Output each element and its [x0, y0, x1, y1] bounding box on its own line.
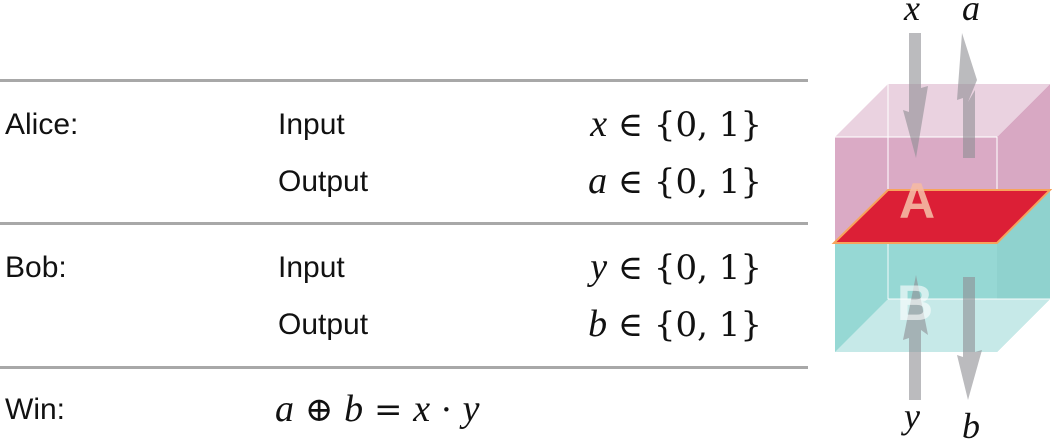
bob-input-label: Input — [278, 251, 345, 284]
table-rule-mid — [0, 222, 808, 225]
bob-output-label: Output — [278, 308, 369, 341]
bob-output-domain: b ∈ {0, 1} — [588, 303, 762, 345]
bob-box-label: B — [897, 275, 933, 331]
alice-label: Alice: — [5, 108, 79, 141]
bob-input-domain: y ∈ {0, 1} — [590, 246, 762, 288]
win-condition: a ⊕ b = x · y — [275, 388, 480, 430]
table-rule-top — [0, 79, 808, 82]
arrow-label-x: x — [903, 0, 920, 28]
table-rule-bottom — [0, 366, 808, 369]
arrow-x-in — [903, 33, 928, 158]
alice-output-domain: a ∈ {0, 1} — [588, 160, 762, 202]
arrow-b-out — [957, 277, 982, 400]
win-label: Win: — [5, 393, 65, 426]
arrow-label-a: a — [962, 0, 980, 28]
arrow-a-out — [957, 33, 977, 158]
alice-input-label: Input — [278, 108, 345, 141]
bob-label: Bob: — [5, 251, 67, 284]
alice-output-label: Output — [278, 165, 369, 198]
alice-input-domain: x ∈ {0, 1} — [590, 103, 762, 145]
arrow-label-b: b — [962, 406, 980, 442]
shared-plane — [831, 189, 1052, 244]
alice-box-label: A — [899, 173, 935, 229]
arrow-label-y: y — [901, 396, 920, 436]
arrow-y-in — [903, 275, 928, 400]
